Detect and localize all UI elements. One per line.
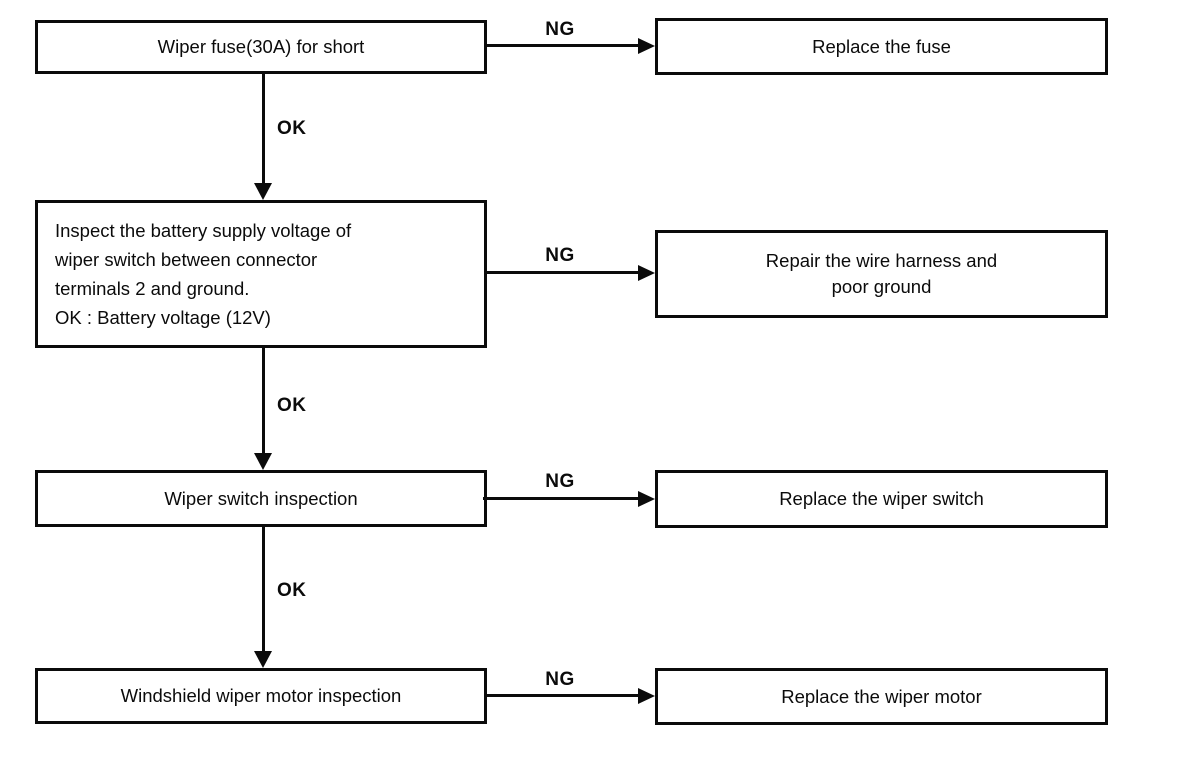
check-box-text: Windshield wiper motor inspection	[120, 685, 402, 706]
arrow-down-icon	[254, 453, 272, 470]
action-box-replace-switch: Replace the wiper switch	[655, 470, 1108, 528]
check-box-wiper-fuse: Wiper fuse(30A) for short	[35, 20, 487, 74]
ng-connector-line-2	[485, 271, 638, 274]
arrow-right-icon	[638, 688, 655, 704]
check-box-text-line: terminals 2 and ground.	[55, 278, 250, 299]
check-box-wiper-switch: Wiper switch inspection	[35, 470, 487, 527]
check-box-text: Wiper switch inspection	[164, 487, 358, 509]
ok-connector-line-2	[262, 348, 265, 453]
arrow-down-icon	[254, 183, 272, 200]
ok-label-1: OK	[277, 118, 307, 139]
action-box-text-line: poor ground	[831, 276, 932, 297]
arrow-down-icon	[254, 651, 272, 668]
ok-connector-line-1	[262, 74, 265, 183]
action-box-text: Replace the fuse	[812, 35, 951, 57]
check-box-text-line: wiper switch between connector	[55, 249, 318, 270]
arrow-right-icon	[638, 265, 655, 281]
arrow-right-icon	[638, 491, 655, 507]
ng-label-2: NG	[545, 245, 575, 266]
action-box-replace-fuse: Replace the fuse	[655, 18, 1108, 75]
action-box-text: Replace the wiper motor	[781, 685, 982, 707]
ng-label-1: NG	[545, 19, 575, 40]
ok-label-3: OK	[277, 580, 307, 601]
check-box-wiper-motor: Windshield wiper motor inspection	[35, 668, 487, 724]
check-box-battery-voltage: Inspect the battery supply voltage of wi…	[35, 200, 487, 348]
arrow-right-icon	[638, 38, 655, 54]
action-box-text: Replace the wiper switch	[779, 488, 984, 509]
check-box-text-line: OK : Battery voltage (12V)	[55, 307, 271, 328]
action-box-text-line: Repair the wire harness and	[765, 250, 998, 271]
check-box-text-line: Inspect the battery supply voltage of	[55, 220, 352, 241]
ng-label-4: NG	[545, 669, 575, 690]
ok-connector-line-3	[262, 527, 265, 651]
ng-connector-line-4	[484, 694, 638, 697]
check-box-text: Wiper fuse(30A) for short	[157, 36, 365, 57]
ng-connector-line-1	[485, 44, 638, 47]
action-box-repair-harness: Repair the wire harness and poor ground	[655, 230, 1108, 318]
ng-connector-line-3	[483, 497, 638, 500]
ok-label-2: OK	[277, 395, 307, 416]
action-box-replace-motor: Replace the wiper motor	[655, 668, 1108, 725]
ng-label-3: NG	[545, 471, 575, 492]
